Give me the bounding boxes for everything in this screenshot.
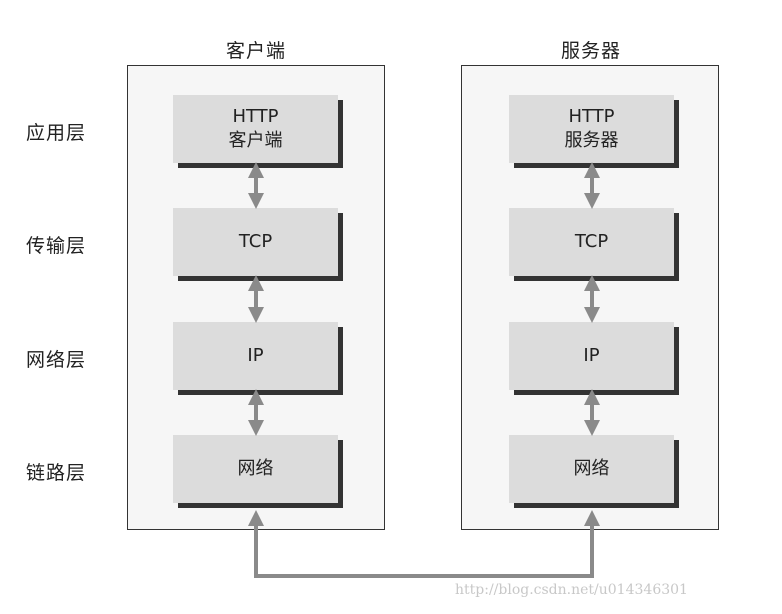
layer-label-network: 网络层 <box>26 349 87 371</box>
server-link-box: 网络 <box>509 435 674 503</box>
client-application-line2: 客户端 <box>228 130 283 151</box>
layer-label-link: 链路层 <box>26 462 87 484</box>
client-network-label: IP <box>247 345 264 366</box>
client-network-box: IP <box>173 322 338 390</box>
client-application-line1: HTTP <box>232 106 279 127</box>
client-link-box: 网络 <box>173 435 338 503</box>
server-network-label: IP <box>583 345 600 366</box>
layer-label-application: 应用层 <box>26 122 87 144</box>
server-network-box: IP <box>509 322 674 390</box>
layer-label-transport: 传输层 <box>26 235 87 257</box>
server-transport-box: TCP <box>509 208 674 276</box>
client-application-box: HTTP 客户端 <box>173 95 338 163</box>
server-transport-label: TCP <box>574 231 609 252</box>
server-link-label: 网络 <box>573 458 610 479</box>
server-application-box: HTTP 服务器 <box>509 95 674 163</box>
client-transport-label: TCP <box>238 231 273 252</box>
client-column-title: 客户端 <box>225 40 286 62</box>
server-application-line2: 服务器 <box>564 130 619 151</box>
client-link-label: 网络 <box>237 458 274 479</box>
client-transport-box: TCP <box>173 208 338 276</box>
server-application-line1: HTTP <box>568 106 615 127</box>
server-column-title: 服务器 <box>560 40 621 62</box>
watermark: http://blog.csdn.net/u014346301 <box>455 582 688 598</box>
